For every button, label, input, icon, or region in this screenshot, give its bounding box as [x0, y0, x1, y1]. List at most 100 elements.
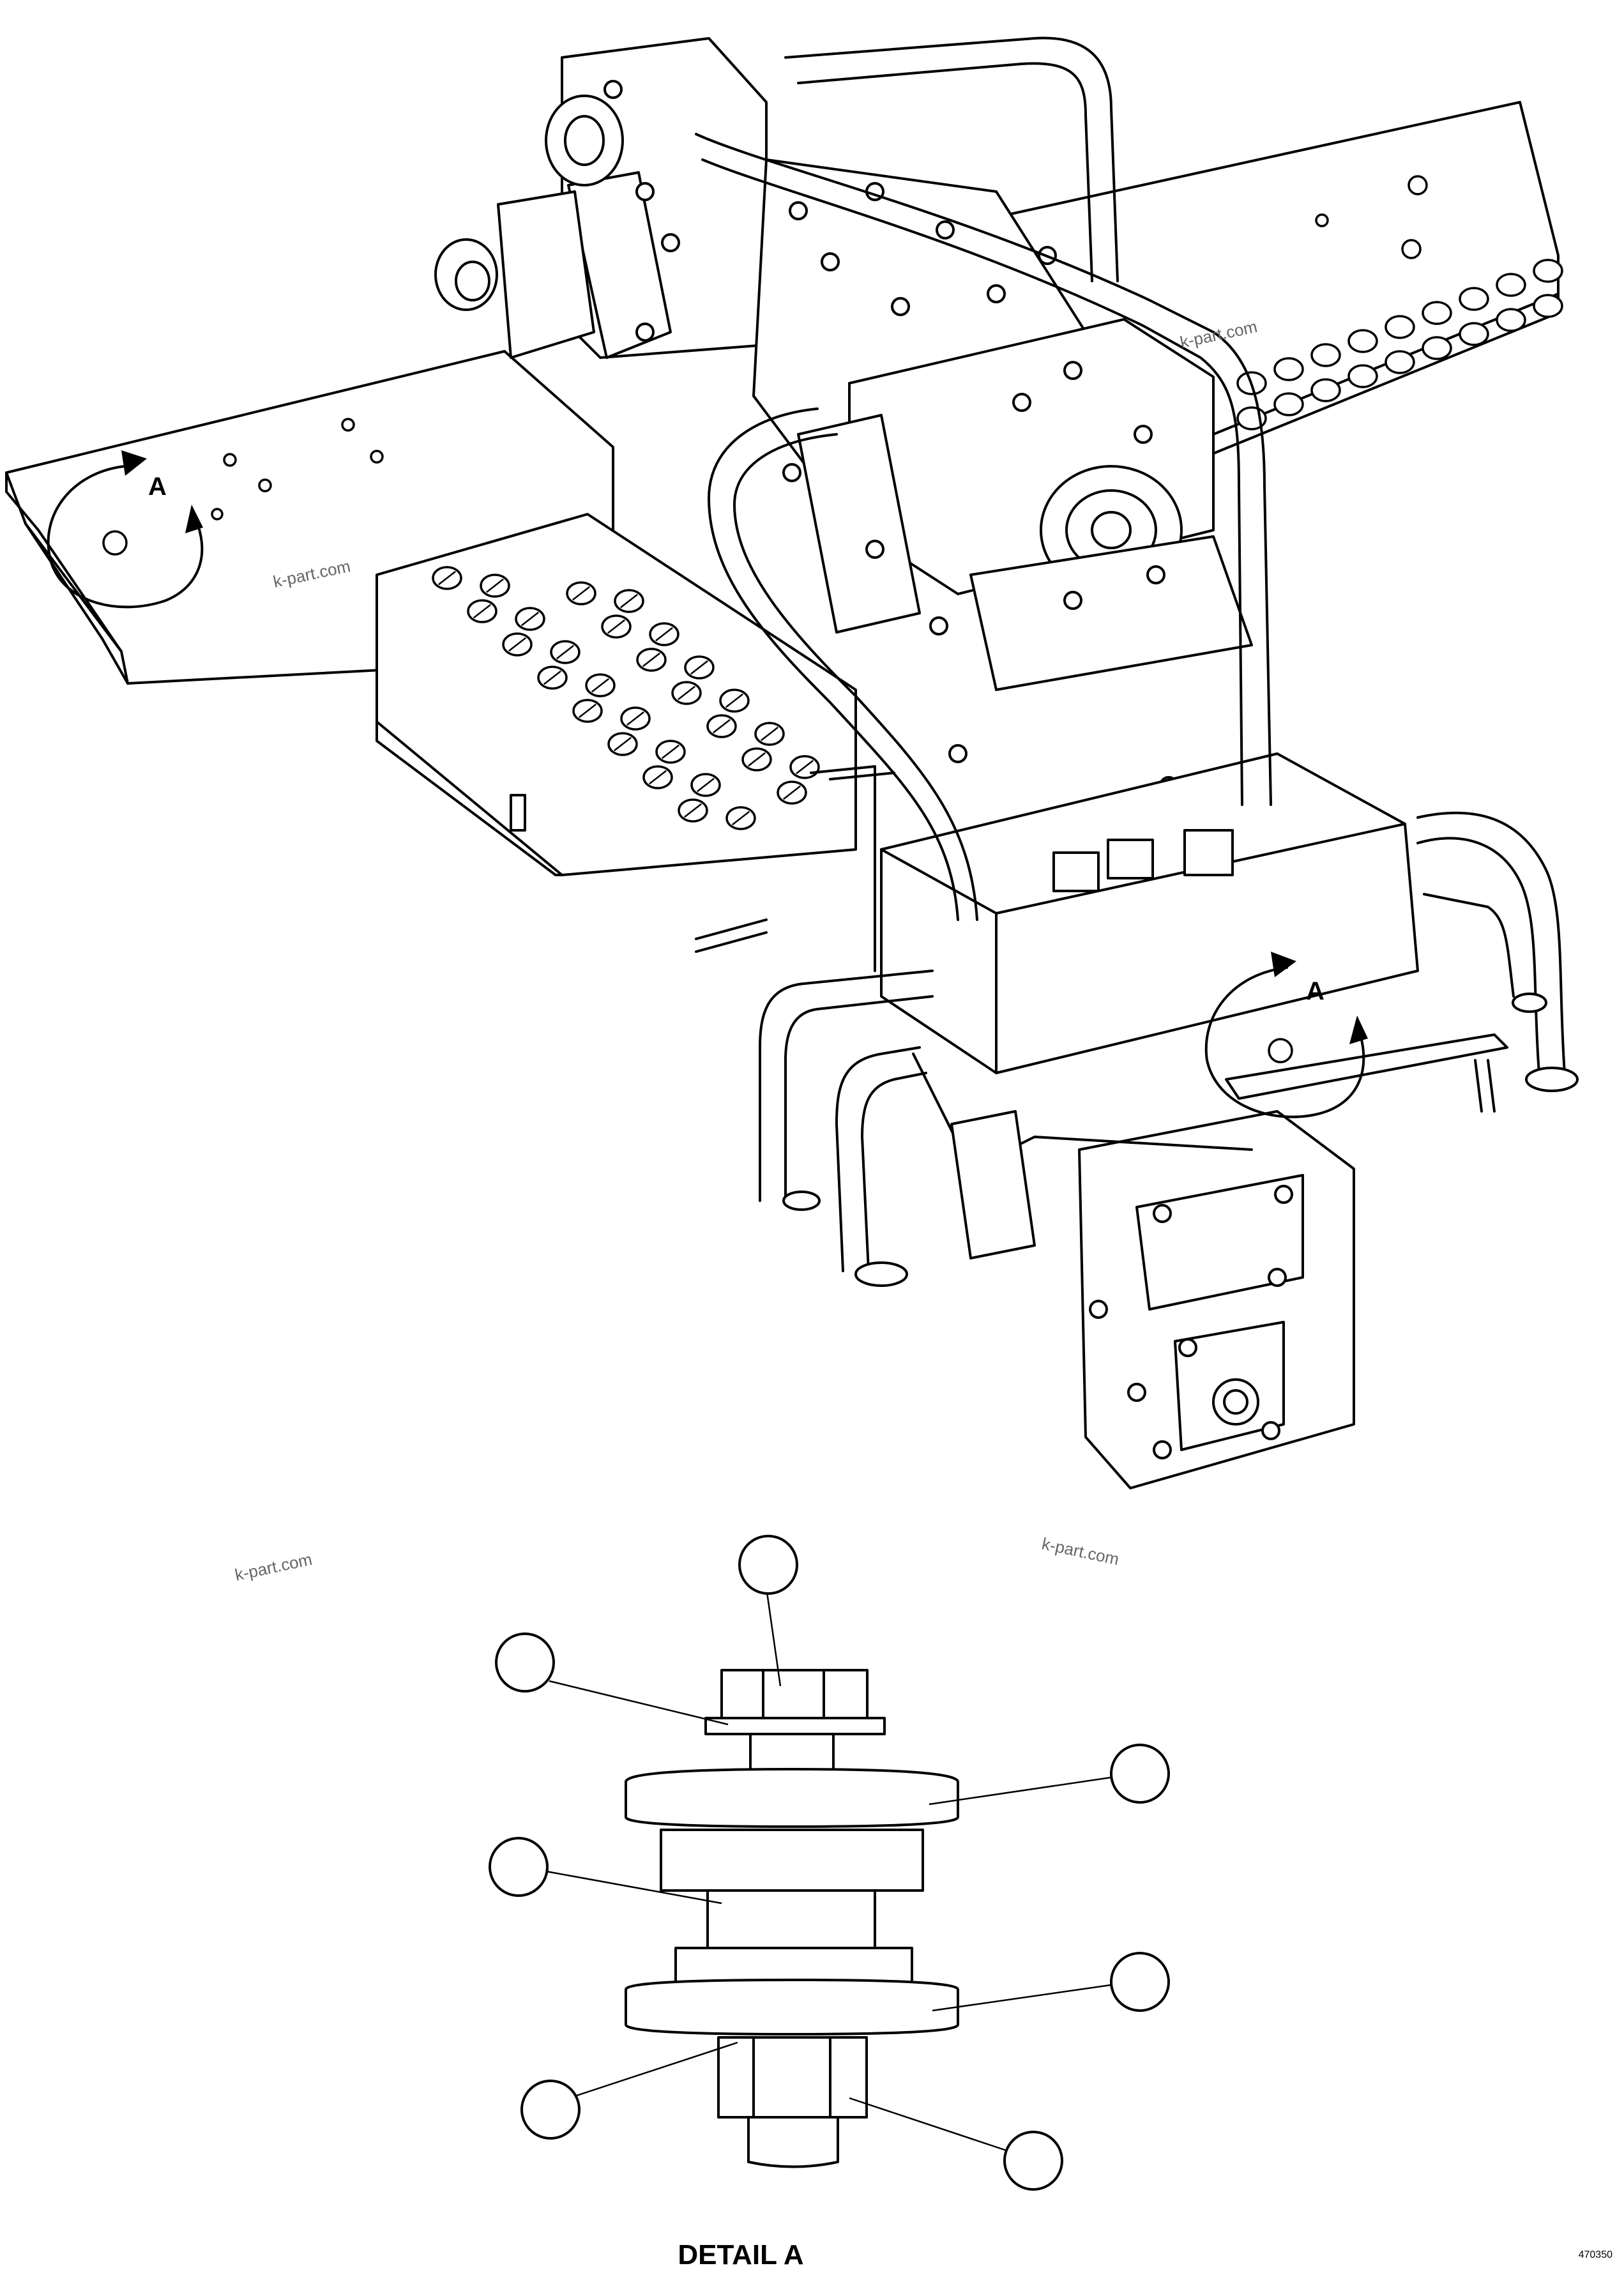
- callout-bubble: [520, 2080, 581, 2140]
- perforation-hole: [467, 599, 497, 623]
- rubber-isolator: [660, 1829, 924, 1892]
- perforation-hole: [585, 673, 616, 697]
- perforation-hole: [777, 780, 807, 805]
- spacer-sleeve: [706, 1889, 876, 1949]
- bolt: [865, 540, 884, 559]
- hydraulic-tubes: [695, 36, 1579, 1287]
- lower-rubber-isolator: [674, 1947, 913, 1984]
- bolt: [661, 233, 680, 252]
- perforation-hole: [690, 773, 721, 797]
- perforation-hole: [1385, 315, 1415, 339]
- perforation-hole: [1459, 322, 1489, 346]
- callout-bubble: [495, 1632, 555, 1693]
- perforation-hole: [719, 689, 750, 713]
- bolt: [1063, 361, 1082, 380]
- callout-bubble: [1003, 2131, 1063, 2191]
- view-label-a-right: A: [1306, 977, 1324, 1005]
- figure-number: 470350: [1579, 2249, 1613, 2260]
- detail-title: DETAIL A: [678, 2239, 803, 2271]
- callout-leaders: [545, 1578, 1125, 2154]
- bolt: [891, 297, 910, 316]
- perforation-hole: [607, 732, 638, 756]
- view-arrow-right: A: [1204, 952, 1368, 1118]
- bolt: [929, 616, 948, 635]
- bolt-threaded-end: [747, 2116, 839, 2168]
- perforation-hole: [789, 755, 820, 779]
- bolt: [1153, 1204, 1172, 1223]
- perforation-hole: [1496, 273, 1526, 297]
- bolt: [1134, 425, 1153, 444]
- hex-bolt-head: [720, 1669, 869, 1726]
- lower-isolator-plate: [625, 1979, 959, 2035]
- perforation-hole: [1310, 343, 1341, 367]
- perforated-step-plate-left: [376, 513, 857, 876]
- perforation-hole: [620, 706, 651, 731]
- bolt: [635, 182, 655, 201]
- perforation-hole: [1496, 308, 1526, 332]
- flat-washer: [704, 1717, 886, 1735]
- view-arrow-left: A: [47, 450, 204, 609]
- bolt: [1153, 1440, 1172, 1459]
- support-bracket-right: [1225, 1033, 1508, 1100]
- callout-bubble: [489, 1837, 549, 1897]
- bolt: [987, 284, 1006, 303]
- detail-a-fastener-stack: [625, 1669, 959, 2168]
- perforation-hole: [537, 666, 568, 690]
- bolt: [1261, 1421, 1280, 1440]
- perforation-hole: [1273, 357, 1304, 381]
- perforation-hole: [1422, 336, 1452, 360]
- view-label-a-left: A: [148, 473, 167, 501]
- bolt: [1268, 1268, 1287, 1287]
- perforation-hole: [684, 655, 715, 680]
- perforation-hole: [1347, 364, 1378, 388]
- perforation-hole: [432, 566, 462, 590]
- watermark: k-part.com: [1040, 1534, 1121, 1569]
- bolt: [1012, 393, 1031, 412]
- perforation-hole: [1385, 350, 1415, 374]
- bolt: [1274, 1185, 1293, 1204]
- hydraulic-pump-assembly: [434, 37, 1419, 1489]
- bolt: [1089, 1300, 1108, 1319]
- bolt: [603, 80, 623, 99]
- perforation-hole: [678, 798, 708, 823]
- perforation-hole: [566, 581, 596, 605]
- perforation-hole: [502, 632, 533, 657]
- perforation-hole: [601, 614, 632, 639]
- bolt: [1063, 591, 1082, 610]
- bolt: [1178, 1338, 1197, 1357]
- perforation-hole: [1347, 329, 1378, 353]
- upper-isolator-plate: [625, 1768, 959, 1828]
- hex-nut: [717, 2036, 868, 2119]
- perforation-hole: [480, 574, 510, 598]
- perforation-hole: [1422, 301, 1452, 325]
- perforation-hole: [754, 722, 785, 746]
- perforation-hole: [1310, 378, 1341, 402]
- perforation-hole: [655, 740, 686, 764]
- bolt: [948, 744, 968, 763]
- callout-bubble: [1110, 1744, 1170, 1804]
- bolt: [1127, 1383, 1146, 1402]
- perforation-hole: [1533, 259, 1563, 283]
- watermark: k-part.com: [233, 1549, 314, 1585]
- perforation-hole: [550, 640, 581, 664]
- bolt: [782, 463, 801, 482]
- perforation-hole: [515, 607, 545, 631]
- bolt: [936, 220, 955, 240]
- perforation-hole: [1459, 287, 1489, 311]
- bolt: [789, 201, 808, 220]
- callout-bubble: [1110, 1952, 1170, 2012]
- perforation-hole: [572, 699, 603, 723]
- perforation-hole: [642, 765, 673, 789]
- callout-bubble: [738, 1535, 798, 1595]
- perforation-hole: [1273, 392, 1304, 416]
- perforation-hole: [1533, 294, 1563, 318]
- callout-bubbles: [489, 1535, 1170, 2191]
- perforation-hole: [614, 589, 644, 613]
- perforation-hole: [706, 714, 737, 738]
- bolt: [821, 252, 840, 271]
- perforation-hole: [636, 648, 667, 672]
- perforation-hole: [741, 747, 772, 772]
- perforation-hole: [671, 681, 702, 705]
- bolt: [635, 323, 655, 342]
